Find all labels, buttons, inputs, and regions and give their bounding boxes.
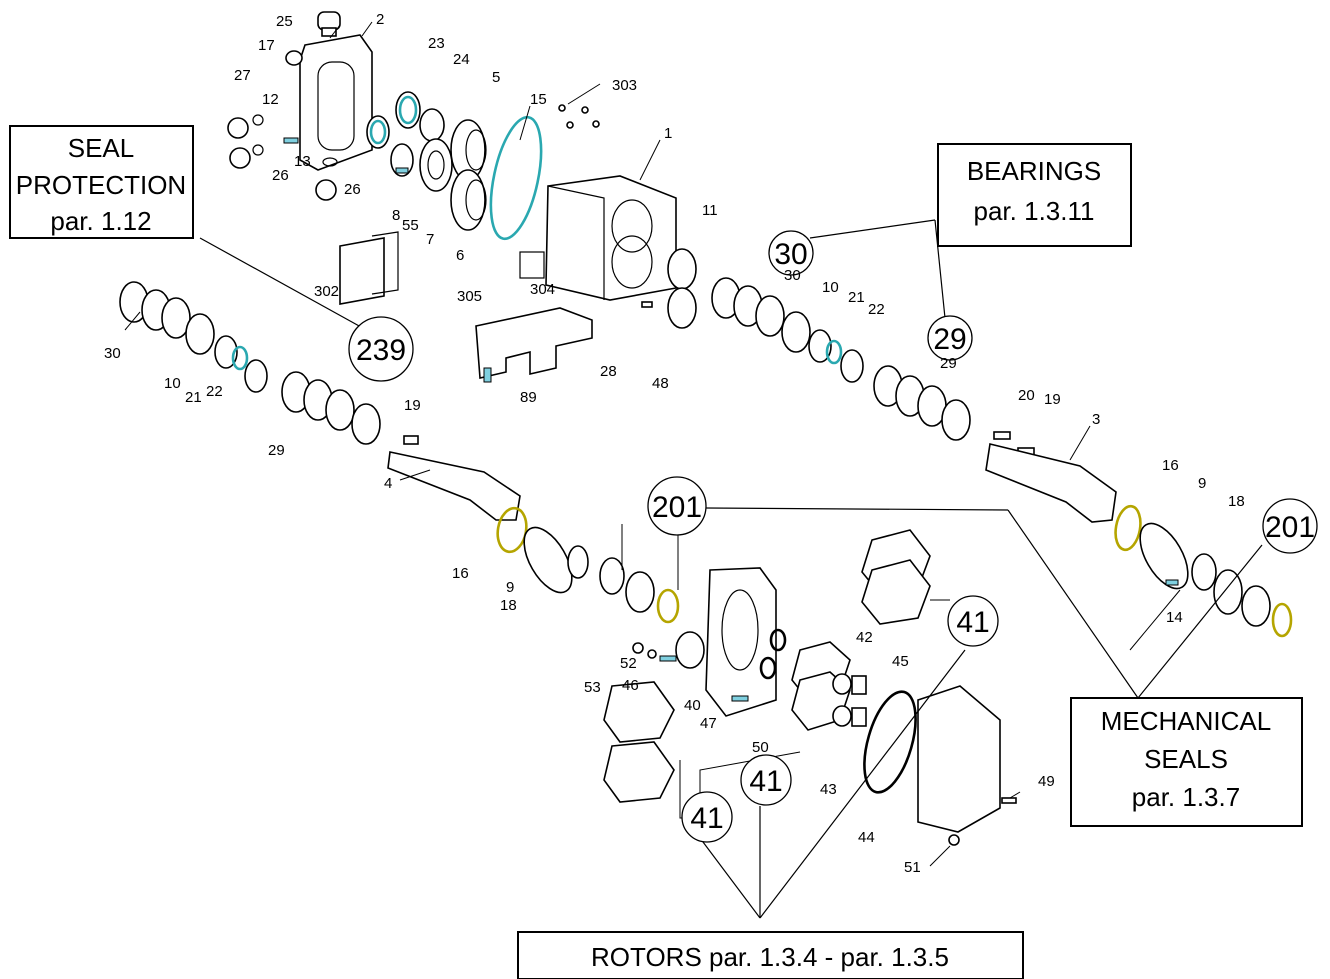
part-number: 50	[752, 739, 769, 756]
group-circle-201-right: 201	[1262, 498, 1318, 554]
part-number: 48	[652, 375, 669, 392]
part-number: 16	[452, 565, 469, 582]
group-circle-239: 239	[348, 316, 414, 382]
part-number: 53	[584, 679, 601, 696]
part-number: 6	[456, 247, 464, 264]
part-number: 30	[104, 345, 121, 362]
svg-text:239: 239	[356, 334, 406, 367]
part-number: 21	[848, 289, 865, 306]
part-number: 22	[868, 301, 885, 318]
part-number: 4	[384, 475, 392, 492]
mechanical-seals-line1: MECHANICAL	[1101, 706, 1271, 736]
group-circle-41-right: 41	[947, 595, 999, 647]
part-number: 55	[402, 217, 419, 234]
part-number: 29	[940, 355, 957, 372]
part-number: 18	[1228, 493, 1245, 510]
group-circle-29: 29	[927, 315, 973, 361]
svg-text:41: 41	[749, 765, 782, 798]
part-number: 52	[620, 655, 637, 672]
part-number: 14	[1166, 609, 1183, 626]
pump-body-drawing	[603, 529, 1017, 846]
part-number: 46	[622, 677, 639, 694]
bearings-box: BEARINGS par. 1.3.11	[937, 143, 1132, 247]
rotors-box: ROTORS par. 1.3.4 - par. 1.3.5	[517, 931, 1024, 979]
seal-protection-box: SEAL PROTECTION par. 1.12	[9, 125, 194, 239]
part-number: 45	[892, 653, 909, 670]
part-number: 23	[428, 35, 445, 52]
part-number: 27	[234, 67, 251, 84]
part-number: 42	[856, 629, 873, 646]
part-number: 25	[276, 13, 293, 30]
seal-protection-line2: PROTECTION	[16, 170, 186, 200]
gear-housing-drawing	[227, 11, 697, 383]
svg-text:41: 41	[956, 606, 989, 639]
mechanical-seals-line3: par. 1.3.7	[1132, 782, 1240, 812]
part-number: 51	[904, 859, 921, 876]
part-number: 21	[185, 389, 202, 406]
svg-text:201: 201	[1265, 511, 1315, 544]
part-number: 20	[1018, 387, 1035, 404]
seal-protection-line1: SEAL	[68, 133, 135, 163]
part-number: 304	[530, 281, 555, 298]
left-bearing-stack	[119, 281, 680, 624]
seal-protection-line3: par. 1.12	[50, 206, 151, 236]
part-number: 19	[1044, 391, 1061, 408]
part-number: 22	[206, 383, 223, 400]
part-number: 49	[1038, 773, 1055, 790]
part-number: 1	[664, 125, 672, 142]
part-number: 29	[268, 442, 285, 459]
part-number: 5	[492, 69, 500, 86]
part-number: 16	[1162, 457, 1179, 474]
svg-text:41: 41	[690, 802, 723, 835]
svg-text:29: 29	[933, 323, 966, 356]
part-number: 26	[344, 181, 361, 198]
svg-text:30: 30	[774, 238, 807, 271]
part-number: 89	[520, 389, 537, 406]
group-circle-201-left: 201	[647, 476, 707, 536]
bearings-line2: par. 1.3.11	[974, 196, 1095, 226]
part-number: 305	[457, 288, 482, 305]
part-number: 9	[1198, 475, 1206, 492]
part-number: 302	[314, 283, 339, 300]
bearings-line1: BEARINGS	[967, 156, 1101, 186]
part-number: 28	[600, 363, 617, 380]
part-number: 26	[272, 167, 289, 184]
part-number: 303	[612, 77, 637, 94]
part-number: 2	[376, 11, 384, 28]
part-number: 40	[684, 697, 701, 714]
part-number: 19	[404, 397, 421, 414]
part-number: 15	[530, 91, 547, 108]
rotors-line1: ROTORS par. 1.3.4 - par. 1.3.5	[591, 942, 949, 972]
part-number: 30	[784, 267, 801, 284]
part-number: 11	[702, 202, 718, 219]
part-number: 24	[453, 51, 470, 68]
part-number-labels: 25 2 17 27 12 23 24 5 15 303 1 13 8 55 7…	[104, 11, 1245, 876]
part-number: 18	[500, 597, 517, 614]
part-number: 44	[858, 829, 875, 846]
group-circle-41-left: 41	[681, 791, 733, 843]
part-number: 17	[258, 37, 275, 54]
mechanical-seals-box: MECHANICAL SEALS par. 1.3.7	[1070, 697, 1303, 827]
group-circle-41-middle: 41	[740, 754, 792, 806]
part-number: 13	[294, 153, 311, 170]
svg-text:201: 201	[652, 491, 702, 524]
part-number: 3	[1092, 411, 1100, 428]
part-number: 10	[164, 375, 181, 392]
part-number: 12	[262, 91, 279, 108]
right-bearing-stack	[711, 277, 1293, 638]
part-number: 43	[820, 781, 837, 798]
part-number: 7	[426, 231, 434, 248]
part-number: 47	[700, 715, 717, 732]
part-number: 8	[392, 207, 400, 224]
group-circle-30: 30	[768, 230, 814, 276]
part-number: 10	[822, 279, 839, 296]
part-number: 9	[506, 579, 514, 596]
mechanical-seals-line2: SEALS	[1144, 744, 1228, 774]
